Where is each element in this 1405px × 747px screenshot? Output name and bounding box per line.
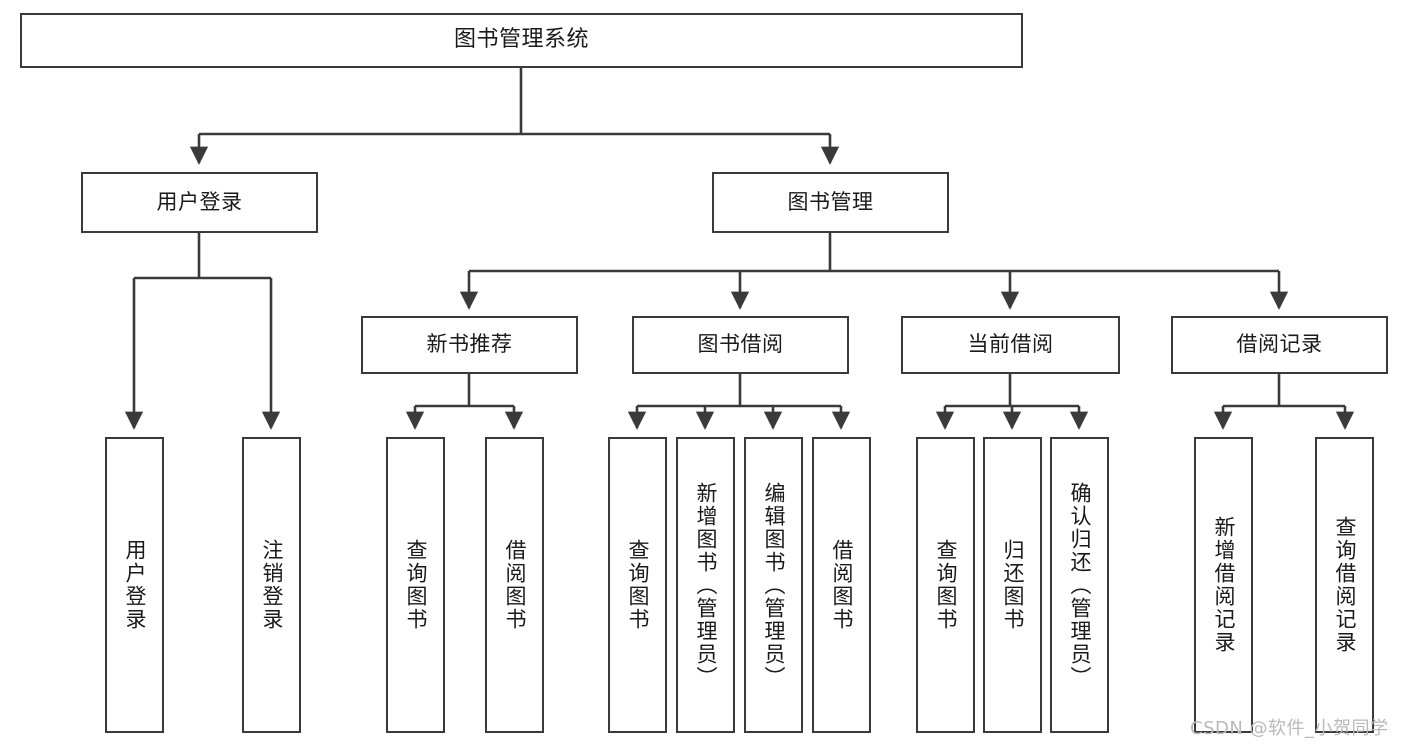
node-leaf-logout-login[interactable]: 注销登录 bbox=[242, 437, 301, 733]
node-leaf-user-login[interactable]: 用户登录 bbox=[105, 437, 164, 733]
node-book-borrow[interactable]: 图书借阅 bbox=[632, 316, 849, 374]
node-leaf-query-book-2[interactable]: 查询图书 bbox=[608, 437, 667, 733]
watermark-text: CSDN @软件_小贺同学 bbox=[1190, 718, 1389, 739]
node-label: 借阅记录 bbox=[1236, 332, 1323, 357]
node-label: 注销登录 bbox=[260, 539, 284, 631]
node-label: 图书借阅 bbox=[697, 332, 784, 357]
node-borrow-record[interactable]: 借阅记录 bbox=[1171, 316, 1388, 374]
node-label: 图书管理系统 bbox=[453, 27, 589, 53]
node-user-login[interactable]: 用户登录 bbox=[81, 172, 318, 233]
node-leaf-query-book-1[interactable]: 查询图书 bbox=[386, 437, 445, 733]
node-label: 借阅图书 bbox=[830, 539, 854, 631]
node-label: 查询图书 bbox=[626, 539, 650, 631]
node-label: 查询图书 bbox=[934, 539, 958, 631]
node-leaf-borrow-book-1[interactable]: 借阅图书 bbox=[485, 437, 544, 733]
node-label: 新书推荐 bbox=[426, 332, 513, 357]
node-label: 查询借阅记录 bbox=[1333, 516, 1357, 654]
node-root-system[interactable]: 图书管理系统 bbox=[20, 13, 1023, 68]
node-leaf-confirm-return[interactable]: 确认归还（管理员） bbox=[1050, 437, 1109, 733]
node-leaf-query-borrow-record[interactable]: 查询借阅记录 bbox=[1315, 437, 1374, 733]
node-label: 图书管理 bbox=[787, 189, 874, 214]
node-leaf-return-book[interactable]: 归还图书 bbox=[983, 437, 1042, 733]
node-label: 确认归还（管理员） bbox=[1068, 481, 1092, 689]
node-label: 借阅图书 bbox=[503, 539, 527, 631]
node-leaf-add-borrow-record[interactable]: 新增借阅记录 bbox=[1194, 437, 1253, 733]
node-leaf-edit-book[interactable]: 编辑图书（管理员） bbox=[744, 437, 803, 733]
node-leaf-borrow-book-2[interactable]: 借阅图书 bbox=[812, 437, 871, 733]
node-label: 新增借阅记录 bbox=[1212, 516, 1236, 654]
node-label: 当前借阅 bbox=[967, 332, 1054, 357]
node-label: 编辑图书（管理员） bbox=[762, 481, 786, 689]
node-label: 查询图书 bbox=[404, 539, 428, 631]
node-label: 归还图书 bbox=[1001, 539, 1025, 631]
node-leaf-query-book-3[interactable]: 查询图书 bbox=[916, 437, 975, 733]
node-new-book-recommend[interactable]: 新书推荐 bbox=[361, 316, 578, 374]
node-label: 用户登录 bbox=[123, 539, 147, 631]
node-current-borrow[interactable]: 当前借阅 bbox=[901, 316, 1120, 374]
node-label: 新增图书（管理员） bbox=[694, 481, 718, 689]
node-book-manage[interactable]: 图书管理 bbox=[712, 172, 949, 233]
node-leaf-add-book[interactable]: 新增图书（管理员） bbox=[676, 437, 735, 733]
node-label: 用户登录 bbox=[156, 189, 243, 214]
